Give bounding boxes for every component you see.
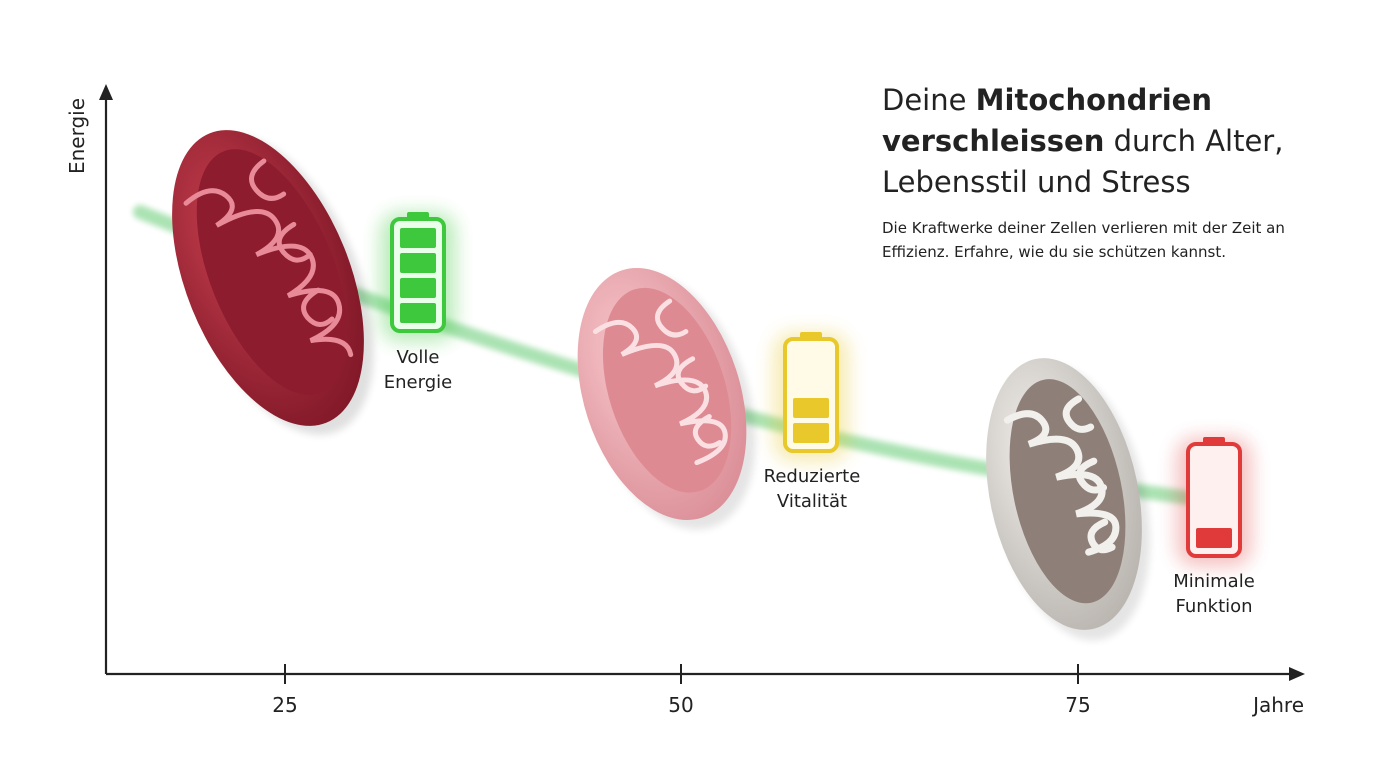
- x-axis-label: Jahre: [1251, 693, 1304, 717]
- stage-label-minimal-line1: Minimale: [1173, 571, 1255, 592]
- headline-part-1: Deine: [882, 83, 976, 117]
- stage-label-full: Volle Energie: [338, 345, 498, 395]
- stage-label-full-line2: Energie: [383, 372, 453, 393]
- x-axis-arrow: [1289, 667, 1305, 681]
- stage-label-reduced-line1: Reduzierte: [763, 466, 861, 487]
- x-tick-label-50: 50: [668, 693, 693, 717]
- subtext: Die Kraftwerke deiner Zellen verlieren m…: [882, 219, 1285, 261]
- stage-label-minimal: Minimale Funktion: [1134, 569, 1294, 619]
- battery-full-icon: [380, 212, 456, 342]
- headline: Deine Mitochondrien verschleissen durch …: [882, 80, 1352, 203]
- y-axis-arrow: [99, 84, 113, 100]
- axes: 25 50 75 Jahre Energie: [65, 84, 1305, 717]
- stage-label-reduced: Reduzierte Vitalität: [732, 464, 892, 514]
- mitochondrion-healthy: [172, 130, 374, 435]
- x-tick-label-75: 75: [1065, 693, 1090, 717]
- headline-part-2: durch Alter, Lebensstil und Stress: [882, 124, 1284, 199]
- stage-label-full-line1: Volle: [396, 347, 440, 368]
- battery-half-icon: [773, 332, 849, 462]
- headline-bold: Mitochondrien verschleissen: [882, 83, 1212, 158]
- mitochondrion-minimal: [986, 358, 1150, 641]
- stage-label-reduced-line2: Vitalität: [776, 491, 848, 512]
- x-tick-label-25: 25: [272, 693, 297, 717]
- stage-label-minimal-line2: Funktion: [1175, 596, 1253, 617]
- battery-low-icon: [1176, 437, 1252, 567]
- y-axis-label: Energie: [65, 98, 89, 174]
- mitochondrion-reduced: [577, 268, 756, 530]
